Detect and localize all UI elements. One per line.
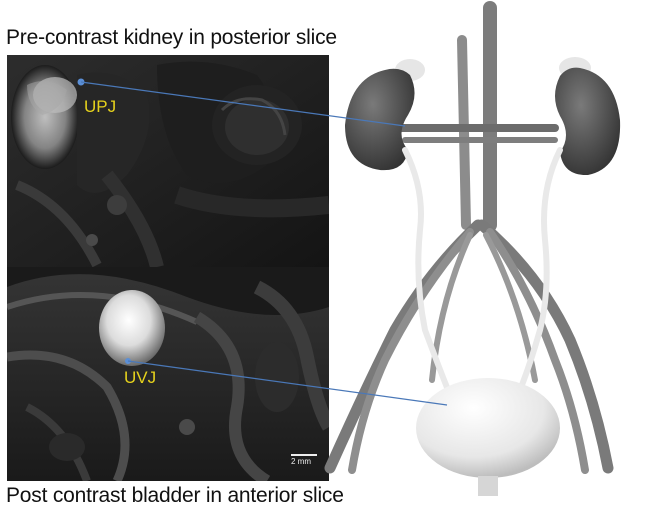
right-kidney (555, 57, 620, 175)
ureters (405, 150, 560, 390)
left-kidney (345, 59, 425, 170)
urethra (478, 476, 498, 496)
bladder (416, 378, 560, 478)
